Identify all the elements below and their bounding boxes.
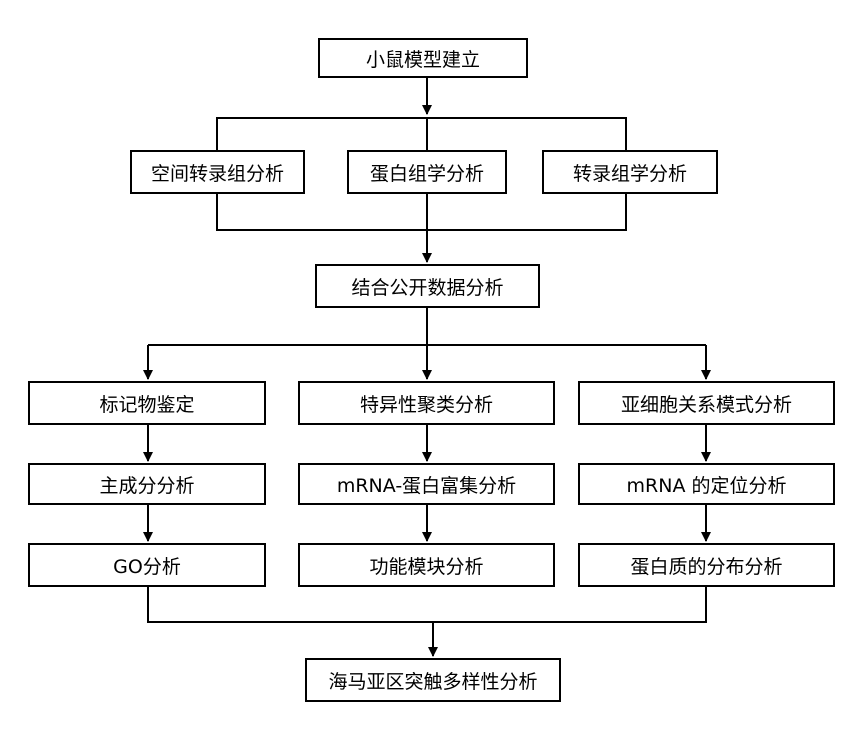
node-protein-distribution: 蛋白质的分布分析 [578,543,835,587]
node-synapse-diversity: 海马亚区突触多样性分析 [305,658,561,702]
connector-merge-omics [216,192,627,231]
node-specific-clustering: 特异性聚类分析 [298,381,555,425]
node-public-data: 结合公开数据分析 [315,264,540,308]
node-proteomics: 蛋白组学分析 [347,150,507,194]
node-go-analysis: GO分析 [28,543,266,587]
node-transcriptomics: 转录组学分析 [542,150,718,194]
node-spatial-transcriptomics: 空间转录组分析 [130,150,305,194]
node-mrna-protein-enrichment: mRNA-蛋白富集分析 [298,463,555,505]
connector-branch-top [216,117,627,150]
node-marker-identification: 标记物鉴定 [28,381,266,425]
node-mouse-model: 小鼠模型建立 [318,38,528,78]
node-mrna-localization: mRNA 的定位分析 [578,463,835,505]
node-subcellular-pattern: 亚细胞关系模式分析 [578,381,835,425]
node-functional-module: 功能模块分析 [298,543,555,587]
node-pca: 主成分分析 [28,463,266,505]
connector-merge-bottom [147,587,707,623]
